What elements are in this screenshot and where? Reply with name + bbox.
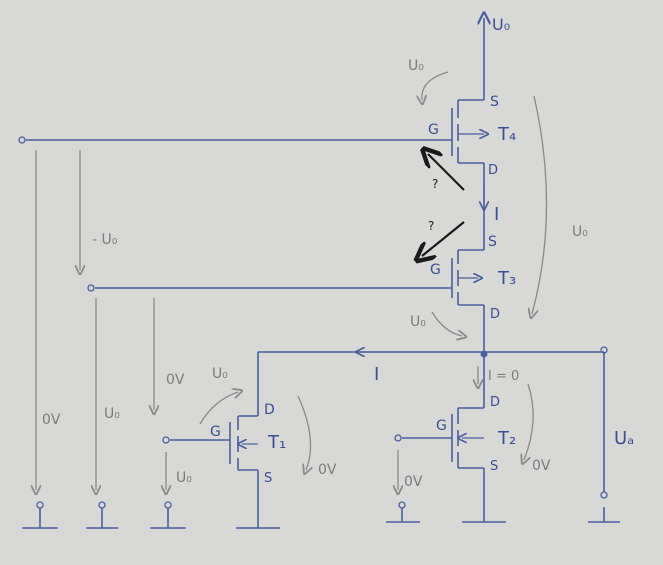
- label-ov-t2-gate: 0V: [404, 474, 423, 490]
- label-t1-g: G: [210, 424, 221, 440]
- label-t3-d: D: [490, 307, 500, 322]
- label-question-2: ?: [428, 219, 434, 233]
- label-current-left: I: [374, 364, 379, 385]
- label-vo-t4-curve: U₀: [408, 58, 424, 74]
- label-ov-t2: 0V: [532, 458, 551, 474]
- label-t3-g: G: [430, 262, 441, 278]
- label-t3-name: T₃: [497, 268, 516, 289]
- label-t2-g: G: [436, 418, 447, 434]
- transistor-t3: [451, 250, 478, 305]
- label-vo-left3: U₀: [176, 470, 192, 486]
- terminals: [18, 136, 608, 509]
- label-ov-t1: 0V: [318, 462, 337, 478]
- pencil-annotations: [36, 71, 548, 490]
- label-vo-top: U₀: [492, 15, 510, 34]
- label-t3-s: S: [488, 234, 497, 250]
- label-minus-vo: - U₀: [92, 232, 118, 248]
- transistor-t2: [451, 408, 484, 468]
- label-vo-t3-curve: U₀: [410, 314, 426, 330]
- label-t1-d: D: [264, 402, 275, 418]
- label-t1-name: T₁: [267, 432, 286, 453]
- label-ov-left1: 0V: [42, 412, 61, 428]
- label-t2-d: D: [490, 395, 500, 410]
- label-current-mid: I: [494, 204, 499, 225]
- label-t1-s: S: [264, 471, 272, 486]
- label-vo-t1-curve: U₀: [212, 366, 228, 382]
- label-va: Uₐ: [614, 428, 634, 449]
- transistor-t1: [229, 416, 258, 470]
- label-t4-g: G: [428, 122, 439, 138]
- label-vo-left2: U₀: [104, 406, 120, 422]
- label-question-1: ?: [432, 177, 438, 191]
- label-i-zero: I = 0: [488, 369, 519, 384]
- current-arrows: [360, 186, 484, 352]
- label-vo-right-curve: U₀: [572, 224, 588, 240]
- label-t4-d: D: [488, 163, 498, 178]
- label-t4-s: S: [490, 94, 499, 110]
- label-t2-s: S: [490, 459, 498, 474]
- wires: [22, 18, 620, 529]
- transistor-t4: [451, 100, 484, 163]
- label-t2-name: T₂: [497, 428, 516, 449]
- labels: U₀ U₀ S G T₄ D ? I ? U₀ S - U₀ G T₃ U₀ D…: [42, 15, 634, 490]
- label-ov-left2: 0V: [166, 372, 185, 388]
- label-t4-name: T₄: [497, 124, 516, 145]
- question-arrows: [422, 154, 465, 256]
